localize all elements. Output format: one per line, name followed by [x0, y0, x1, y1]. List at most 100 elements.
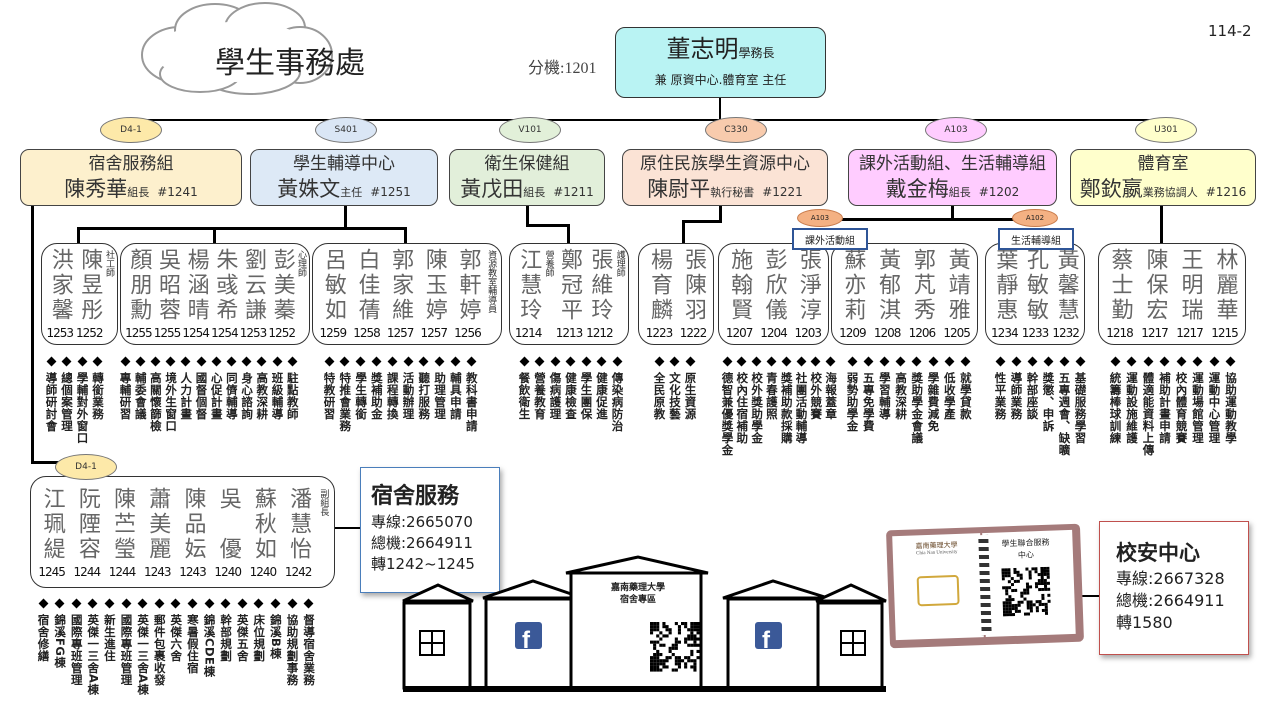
duty-text: 錦溪FG棟: [53, 614, 68, 669]
duty-item: 專輔研習: [118, 356, 133, 420]
staff-extension: 1244: [73, 565, 102, 579]
room-oval: D4-1: [55, 454, 117, 480]
connector-line: [719, 206, 722, 222]
staff-name: 蔡士勤: [1107, 248, 1133, 320]
staff-extension: 1257: [420, 326, 449, 340]
staff-extension: 1234: [991, 326, 1019, 340]
bullet-diamond-icon: [196, 356, 206, 367]
bullet-diamond-icon: [418, 356, 429, 367]
bullet-diamond-icon: [654, 356, 664, 367]
duty-text: 錦溪CDE棟: [202, 614, 217, 678]
bullet-diamond-icon: [324, 356, 334, 367]
leader-extension: #1216: [1205, 185, 1247, 199]
staff-extension: 1252: [75, 326, 104, 340]
bullet-diamond-icon: [187, 598, 198, 609]
duty-text: 特教研習: [322, 372, 337, 420]
room-oval: A103: [925, 117, 987, 143]
duty-text: 身心諮詢: [240, 372, 255, 420]
duty-item: 餐飲衛生: [517, 356, 532, 420]
duty-text: 高教深耕: [255, 372, 270, 420]
bullet-diamond-icon: [211, 356, 222, 367]
duty-item: 性平業務: [993, 356, 1008, 420]
staff-extension: 1233: [1021, 326, 1050, 340]
dorm-contact-line: 專線:2665070: [371, 513, 473, 531]
duty-item: 郵件包裹收發: [152, 598, 167, 686]
duty-text: 就學貸款: [958, 372, 973, 420]
staff-name: 吳昭蓉: [155, 248, 180, 320]
leader-extension: #1211: [553, 185, 594, 199]
duty-text: 獎助學金會議: [910, 372, 925, 444]
staff-extension: 1259: [319, 326, 348, 340]
bullet-diamond-icon: [237, 598, 248, 609]
bullet-diamond-icon: [766, 356, 777, 367]
bullet-diamond-icon: [272, 356, 282, 367]
duty-text: 全民原教: [652, 372, 667, 420]
duty-item: 錦溪FG棟: [53, 598, 68, 669]
staff-extension: 1217: [1141, 326, 1169, 340]
staff-name: 楊涵晴: [183, 248, 209, 320]
duty-item: 駐點教師: [285, 356, 300, 420]
security-contact-line: 轉1580: [1116, 613, 1173, 632]
connector-line: [682, 220, 685, 244]
duty-text: 學雜費減免: [926, 372, 941, 432]
duty-item: 督導宿舍業務: [302, 598, 316, 686]
bullet-diamond-icon: [1043, 356, 1053, 367]
duty-item: 英傑一三舍A棟: [86, 598, 100, 695]
bullet-diamond-icon: [355, 356, 366, 367]
staff-name: 鄭冠平: [556, 248, 582, 320]
duty-text: 性平業務: [993, 372, 1008, 420]
duty-item: 人力計畫: [179, 356, 193, 420]
duty-item: 社團活動輔導: [794, 356, 809, 444]
bullet-diamond-icon: [150, 356, 161, 367]
duty-item: 身心諮詢: [240, 356, 255, 420]
duty-text: 學輔對外窗口: [75, 372, 90, 444]
staff-extension: 1242: [284, 565, 313, 579]
duty-text: 協助規劃事務: [285, 614, 300, 686]
staff-name: 郭軒婷: [455, 248, 481, 320]
duty-text: 導師研討會: [44, 372, 59, 432]
department-name: 學生輔導中心: [293, 154, 395, 174]
duty-text: 補助計畫申請: [1158, 372, 1172, 444]
duty-text: 運動場館管理: [1191, 372, 1205, 444]
duty-item: 就學貸款: [958, 356, 973, 420]
department-leader-line: 黃姝文主任#1251: [251, 176, 437, 206]
staff-title: 護理師: [614, 250, 625, 277]
duty-text: 錦溪B棟: [268, 614, 283, 660]
bullet-diamond-icon: [434, 356, 445, 367]
staff-title: 資源教室輔導員: [486, 250, 497, 313]
duty-text: 高教深耕: [894, 372, 909, 420]
duty-item: 獎懲、申訴: [1041, 356, 1056, 432]
leader-role: 執行秘書: [710, 186, 755, 199]
security-center-title: 校安中心: [1116, 541, 1200, 565]
duty-text: 健康促進: [595, 372, 609, 420]
duty-text: 運動中心管理: [1207, 372, 1222, 444]
duty-text: 郵件包裹收發: [152, 614, 167, 686]
room-oval: D4-1: [100, 117, 162, 143]
staff-extension: 1205: [943, 326, 971, 340]
bullet-diamond-icon: [54, 598, 65, 609]
staff-extension: 1217: [1176, 326, 1204, 340]
duty-item: 統籌棒球訓練: [1108, 356, 1123, 444]
dorm-board-zone: 宿舍專區: [619, 595, 656, 605]
staff-name: 阮陻容: [74, 487, 100, 559]
qr-code-icon: [650, 622, 700, 672]
duty-text: 心促計畫: [209, 372, 224, 420]
duty-text: 課程轉換: [385, 372, 400, 420]
duty-item: 輔委會議: [133, 356, 148, 420]
duty-text: 獎補助款採購: [779, 372, 794, 444]
bullet-diamond-icon: [534, 356, 545, 367]
